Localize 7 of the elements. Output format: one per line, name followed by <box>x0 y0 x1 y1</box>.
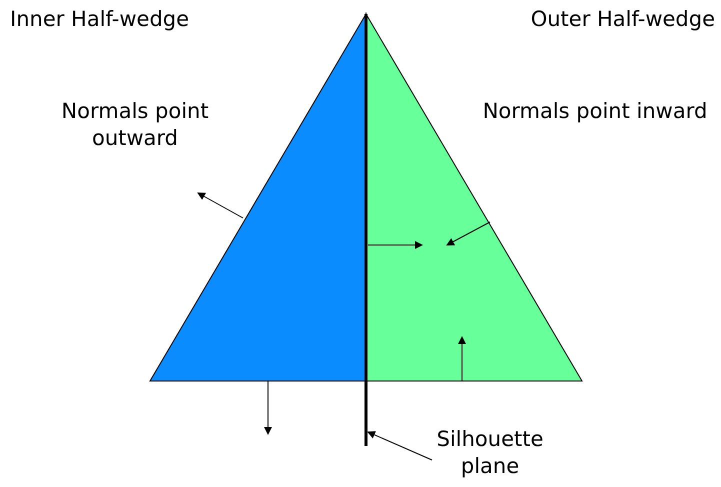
panel-heading: Outer Half-wedge <box>530 6 715 33</box>
leader-line <box>367 431 432 460</box>
silhouette-plane-line <box>364 14 368 446</box>
panel-heading: Inner Half-wedge <box>10 6 190 33</box>
note-text: Normals point inward <box>482 98 708 125</box>
note-text: Normals point outward <box>60 98 210 152</box>
callout-text: Silhouette plane <box>425 426 555 480</box>
